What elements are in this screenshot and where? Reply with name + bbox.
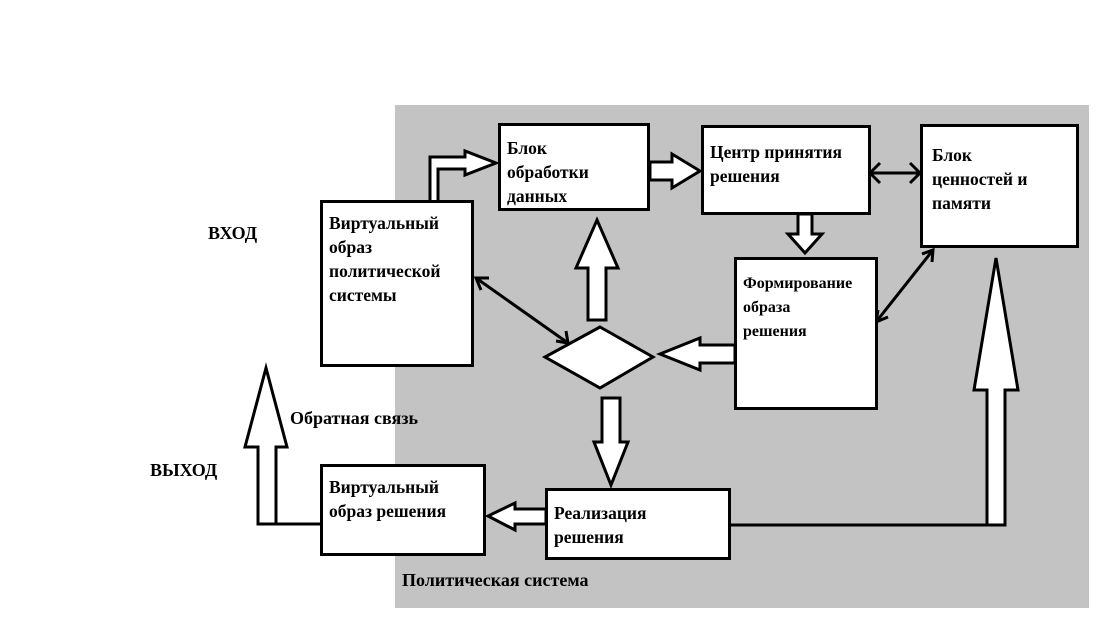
- arrow-decision-center-to-formation: [784, 212, 826, 256]
- arrowhead-virtual-system: [473, 276, 489, 291]
- box-line: образ решения: [329, 501, 447, 521]
- input-label: ВХОД: [208, 223, 258, 243]
- arrow-implementation-to-virtual-decision: [484, 500, 548, 533]
- box-line: образ: [329, 237, 373, 257]
- box-line: политической: [329, 261, 441, 281]
- arrow-virtual-system-to-data-processing: [428, 148, 501, 204]
- box-line: образа: [743, 299, 791, 316]
- box-line: Блок: [932, 145, 972, 165]
- virtual-system-image-box: Виртуальный образ политической системы: [320, 200, 474, 367]
- data-processing-box: Блок обработки данных: [498, 123, 650, 211]
- values-memory-box: Блок ценностей и памяти: [920, 124, 1079, 248]
- box-line: данных: [507, 186, 568, 206]
- political-system-label: Политическая система: [402, 570, 589, 590]
- output-label: ВЫХОД: [150, 460, 218, 480]
- feedback-label: Обратная связь: [290, 408, 418, 428]
- arrowhead-values-memory-2: [921, 247, 935, 263]
- box-line: Реализация: [554, 503, 647, 523]
- arrow-diamond-to-implementation: [591, 396, 631, 490]
- decision-diamond: [541, 325, 657, 390]
- box-line: Формирование: [743, 275, 853, 292]
- box-line: Блок: [507, 138, 547, 158]
- implementation-box: Реализация решения: [545, 488, 731, 560]
- virtual-decision-image-box: Виртуальный образ решения: [320, 464, 486, 556]
- box-line: Центр принятия: [710, 142, 842, 162]
- box-line: системы: [329, 285, 397, 305]
- arrow-formation-to-diamond: [655, 335, 737, 373]
- decision-center-box: Центр принятия решения: [701, 125, 871, 215]
- box-line: решения: [743, 323, 807, 340]
- image-formation-box: Формирование образа решения: [734, 257, 878, 410]
- box-line: обработки: [507, 162, 589, 182]
- box-line: решения: [554, 527, 624, 547]
- box-line: памяти: [932, 193, 991, 213]
- box-line: ценностей и: [932, 169, 1028, 189]
- box-line: решения: [710, 166, 780, 186]
- arrow-data-processing-to-decision-center: [648, 151, 703, 191]
- feedback-arrow: [243, 362, 289, 526]
- box-line: Виртуальный: [329, 477, 439, 497]
- arrow-implementation-to-values-memory: [972, 257, 1020, 527]
- arrow-values-formation: [874, 249, 935, 323]
- arrow-diamond-to-data-processing: [573, 216, 621, 322]
- arrow-virtual-system-diamond: [475, 276, 569, 345]
- box-line: Виртуальный: [329, 213, 439, 233]
